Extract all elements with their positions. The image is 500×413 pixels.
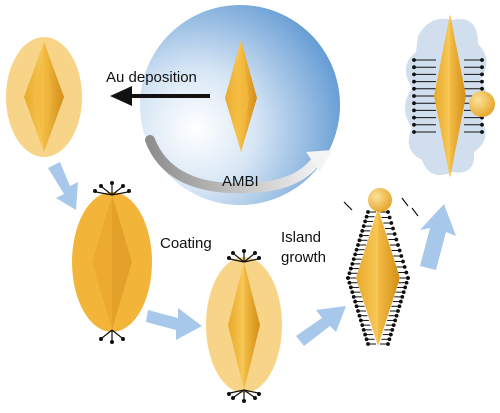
ligand-head (358, 318, 363, 323)
ligand-head (403, 285, 408, 290)
ligand-head (389, 221, 394, 225)
ligand-head (348, 266, 353, 271)
ligand-head (360, 323, 365, 328)
ligand-head (390, 327, 395, 332)
ligand-head (387, 337, 392, 342)
ligand-capped-particle (72, 181, 152, 344)
ligand-head (412, 72, 416, 77)
ligand-head (387, 215, 392, 220)
ligand-head (404, 280, 409, 285)
ligand-head (363, 332, 368, 337)
ligand-head (406, 276, 410, 280)
ligand-head (392, 232, 397, 236)
au-deposition-arrowhead (110, 86, 132, 106)
ligand-head (404, 270, 409, 275)
ligand-head (401, 259, 405, 264)
ligand-head (412, 122, 416, 127)
ligand-head (363, 219, 368, 224)
coating-label: Coating (160, 235, 212, 252)
ligand-head (347, 271, 352, 276)
ligand-head (480, 130, 484, 134)
ligand-head (364, 337, 369, 342)
ligand-head (347, 280, 352, 285)
ligand-head (388, 332, 393, 337)
ligand-head (402, 265, 407, 269)
ligand-head (401, 290, 406, 295)
island-growth-label-line2: growth (281, 249, 326, 266)
ligand-head (350, 261, 355, 266)
ligand-head (397, 248, 402, 253)
ligand-head (391, 323, 396, 328)
ligand-head (358, 233, 363, 238)
ligand-head (412, 94, 416, 98)
ligand-head (398, 299, 403, 304)
ligand-head (396, 309, 400, 313)
ligand-head (412, 86, 416, 91)
flow-arrow-1 (48, 162, 78, 210)
ambi-arc-arrow (145, 135, 323, 194)
ligand-head (351, 257, 356, 262)
ligand-head (357, 238, 362, 243)
ligand-head (412, 101, 416, 106)
ambi-arc-arrowhead (306, 150, 332, 172)
ligand-head (396, 243, 400, 247)
ligand-head (356, 309, 360, 313)
ligand-head (397, 304, 402, 309)
ligand-head (412, 108, 416, 113)
ligand-head (393, 318, 398, 323)
ligand-head (348, 285, 353, 290)
ligand-head (360, 228, 365, 233)
ligand-head (394, 313, 399, 318)
ligand-head (356, 243, 360, 247)
ligand-head (366, 342, 370, 346)
flow-arrow-4 (420, 204, 456, 270)
ligand-head (357, 313, 362, 318)
ligand-head (412, 58, 416, 62)
ligand-head (366, 210, 370, 214)
ligand-head (480, 122, 484, 127)
flow-arrow-3 (296, 306, 346, 346)
ambi-label: AMBI (222, 173, 259, 190)
ligand-head (354, 247, 359, 252)
ligand-head (400, 294, 405, 299)
ligand-head (394, 237, 399, 242)
island-growth-label-line1: Island (281, 229, 321, 246)
final-hybrid-particle (405, 14, 495, 178)
ligand-head (353, 299, 358, 304)
ligand-head (412, 65, 416, 70)
ligand-head (354, 304, 359, 309)
ligand-head (364, 214, 369, 219)
gold-bipyramid-seed (225, 40, 257, 152)
ligand-head (412, 115, 416, 120)
ligand-head (391, 226, 395, 231)
flow-arrow-2 (146, 308, 202, 340)
au-coated-bipyramid (6, 37, 82, 157)
ligand-head (351, 294, 356, 299)
ligand-head (412, 79, 416, 84)
ligand-head (350, 290, 355, 295)
coated-particle (206, 249, 282, 403)
ligand-head (346, 276, 350, 280)
ligand-head (386, 210, 390, 214)
ligand-head (480, 86, 484, 91)
ligand-head (386, 342, 390, 346)
ligand-head (361, 224, 366, 229)
au-deposition-label: Au deposition (106, 69, 197, 86)
gold-satellite-sphere (469, 91, 495, 117)
ligand-head (399, 254, 404, 258)
ligand-head (361, 327, 366, 332)
island-growth-particle (343, 188, 419, 346)
ligand-head (353, 252, 358, 257)
ligand-head (480, 58, 484, 62)
ligand-head (480, 65, 484, 70)
gold-island-sphere (368, 188, 392, 212)
ligand-head (412, 130, 416, 134)
ligand-head (480, 79, 484, 84)
ligand-head (480, 72, 484, 77)
